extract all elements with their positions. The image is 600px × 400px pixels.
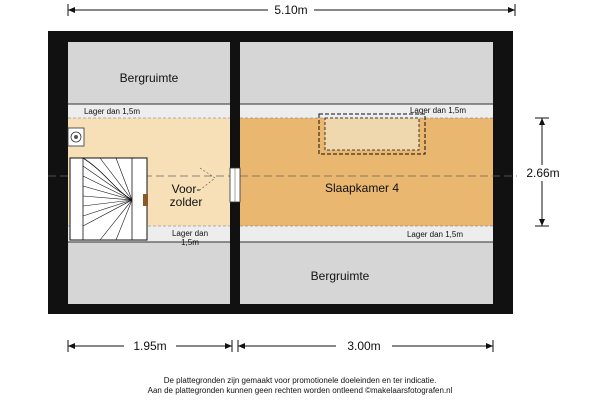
bottom-dimension-right: 3.00m bbox=[237, 339, 494, 353]
note-lager-bottom-mid-2: 1,5m bbox=[181, 238, 199, 247]
bottom-dimension-left: 1.95m bbox=[67, 339, 233, 353]
room-label-voorzolder-1: Voor- bbox=[172, 182, 201, 196]
note-lager-bottom-right: Lager dan 1,5m bbox=[407, 230, 463, 239]
staircase-icon bbox=[69, 157, 148, 241]
room-label-bergruimte-top: Bergruimte bbox=[120, 71, 179, 85]
low-strip-top-left bbox=[68, 104, 230, 118]
disclaimer-line-1: De plattegronden zijn gemaakt voor promo… bbox=[163, 376, 437, 385]
top-dimension: 5.10m bbox=[67, 3, 516, 17]
bottom-right-label: 3.00m bbox=[347, 339, 380, 353]
bergruimte-bottom-left bbox=[68, 242, 230, 304]
right-dimension: 2.66m bbox=[517, 117, 569, 227]
note-lager-top-right: Lager dan 1,5m bbox=[410, 106, 466, 115]
bergruimte-top-left bbox=[68, 42, 230, 104]
note-lager-top-left: Lager dan 1,5m bbox=[84, 107, 140, 116]
disclaimer-line-2: Aan de plattegronden kunnen geen rechten… bbox=[147, 386, 453, 395]
bottom-left-label: 1.95m bbox=[133, 339, 166, 353]
bergruimte-top-right bbox=[240, 42, 493, 104]
room-label-slaapkamer: Slaapkamer 4 bbox=[325, 181, 399, 195]
low-strip-bottom-right bbox=[240, 226, 493, 242]
note-lager-bottom-mid-1: Lager dan bbox=[172, 229, 208, 238]
bergruimte-bottom-right bbox=[240, 242, 493, 304]
boiler-icon bbox=[67, 127, 85, 147]
right-height-label: 2.66m bbox=[526, 166, 559, 180]
top-width-label: 5.10m bbox=[274, 3, 307, 17]
room-label-bergruimte-bottom: Bergruimte bbox=[311, 269, 370, 283]
skylight bbox=[318, 113, 426, 155]
low-strip-top-right bbox=[240, 104, 493, 118]
room-label-voorzolder-2: zolder bbox=[170, 195, 203, 209]
